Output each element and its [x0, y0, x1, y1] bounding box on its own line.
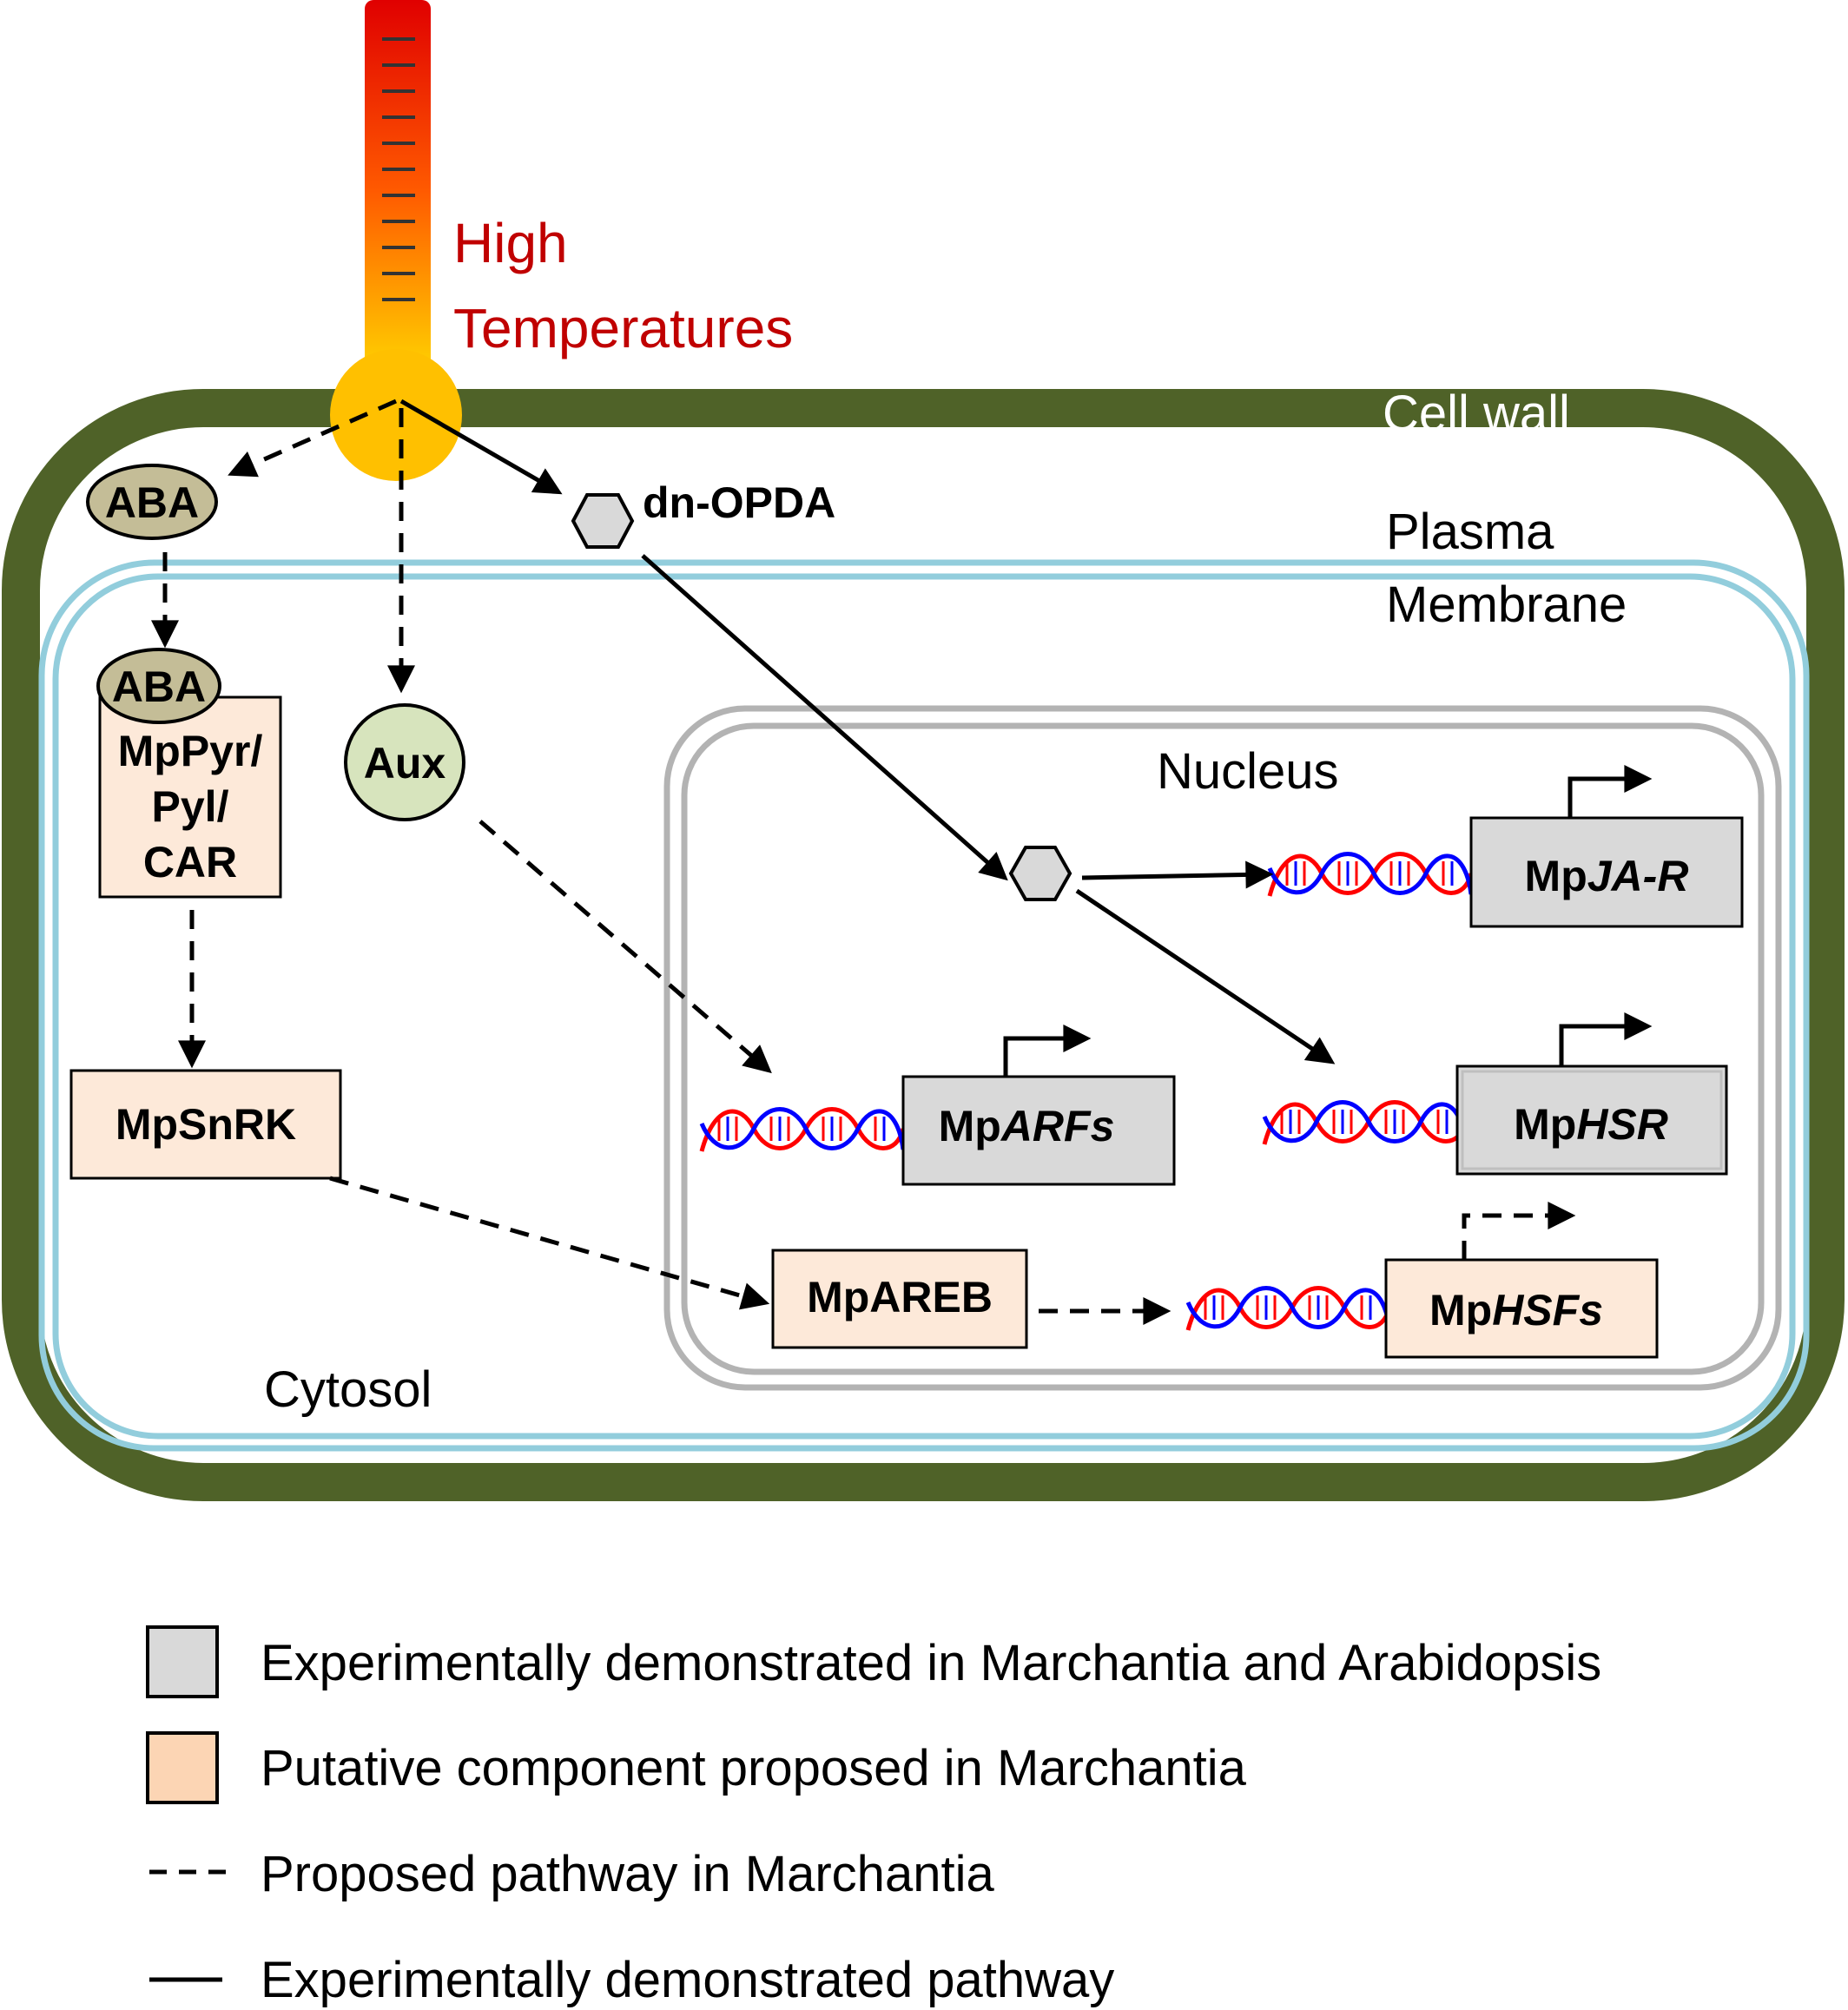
dn-opda-to-nucleus-arrow	[641, 554, 1008, 881]
snrk-box	[69, 1069, 342, 1180]
stimulus-label-line1: High	[453, 212, 568, 274]
nucleus-label: Nucleus	[1157, 743, 1339, 800]
legend-dashed-label: Proposed pathway in Marchantia	[261, 1846, 994, 1902]
legend-solid-label: Experimentally demonstrated pathway	[261, 1952, 1114, 2008]
stimulus-label-line2: Temperatures	[453, 297, 793, 359]
ja-r-gene-label: MpJA-R	[1525, 852, 1689, 900]
aba-bound-ellipse	[96, 648, 221, 724]
hsr-tss-arrow	[1559, 1012, 1653, 1066]
plasma-membrane-label-2: Membrane	[1386, 577, 1627, 633]
dna-hsfs	[1185, 1286, 1392, 1331]
aba-free-label: ABA	[105, 478, 199, 527]
receptor-label-line3: CAR	[143, 838, 237, 886]
ja-r-tss-arrow	[1568, 765, 1653, 818]
hsr-gene-box	[1455, 1064, 1728, 1176]
dn-opda-label: dn-OPDA	[643, 478, 835, 527]
cell-wall	[2, 389, 1845, 1501]
aba-free-ellipse	[86, 464, 218, 540]
receptor-label-line1: MpPyr/	[118, 727, 263, 775]
cell-wall-label: Cell wall	[1383, 386, 1570, 442]
plasma-membrane-label-1: Plasma	[1386, 504, 1554, 560]
dna-arfs	[699, 1107, 906, 1152]
heat-to-dn-opda-arrow	[399, 399, 563, 495]
legend-peach-label: Putative component proposed in Marchanti…	[261, 1740, 1247, 1796]
hsfs-gene-label: MpHSFs	[1429, 1286, 1603, 1335]
thermometer-ticks	[382, 37, 415, 301]
receptor-label-line2: Pyl/	[152, 782, 229, 831]
dna-ja-r	[1267, 852, 1474, 897]
plasma-membrane-inner	[52, 573, 1796, 1440]
snrk-to-areb-arrow	[329, 1176, 770, 1310]
arfs-gene-box	[901, 1075, 1176, 1186]
nucleus-envelope-outer	[663, 705, 1782, 1391]
areb-box	[771, 1249, 1028, 1349]
plasma-membrane-outer	[38, 559, 1810, 1452]
thermometer-bar	[365, 0, 431, 382]
hsr-gene-label: MpHSR	[1514, 1100, 1668, 1149]
hsfs-tss-arrow	[1462, 1202, 1576, 1260]
nucleus-envelope-inner	[681, 722, 1765, 1375]
hexagon-to-hsr-arrow	[1075, 888, 1336, 1064]
legend-peach-swatch	[146, 1731, 219, 1804]
aux-ellipse	[344, 703, 465, 821]
ja-r-gene-box	[1469, 816, 1744, 928]
legend-gray-swatch	[146, 1625, 219, 1698]
hsr-gene-box-inner	[1461, 1070, 1723, 1170]
nuclear-opda-hexagon	[1008, 846, 1072, 901]
hsfs-gene-box	[1384, 1258, 1659, 1359]
arfs-tss-arrow	[1003, 1025, 1092, 1077]
aux-label: Aux	[364, 739, 446, 788]
snrk-label: MpSnRK	[116, 1100, 296, 1149]
heat-sensor-circle	[330, 349, 462, 481]
dna-hsr	[1262, 1100, 1468, 1145]
hexagon-to-ja-r-arrow	[1081, 860, 1274, 889]
dn-opda-hexagon	[571, 493, 635, 549]
areb-label: MpAREB	[807, 1273, 993, 1321]
legend-gray-label: Experimentally demonstrated in Marchanti…	[261, 1635, 1601, 1691]
arfs-gene-label: MpARFs	[939, 1102, 1115, 1150]
aba-bound-label: ABA	[112, 662, 206, 711]
aux-to-arfs-arrow	[478, 820, 772, 1074]
cytosol-label: Cytosol	[264, 1361, 432, 1418]
